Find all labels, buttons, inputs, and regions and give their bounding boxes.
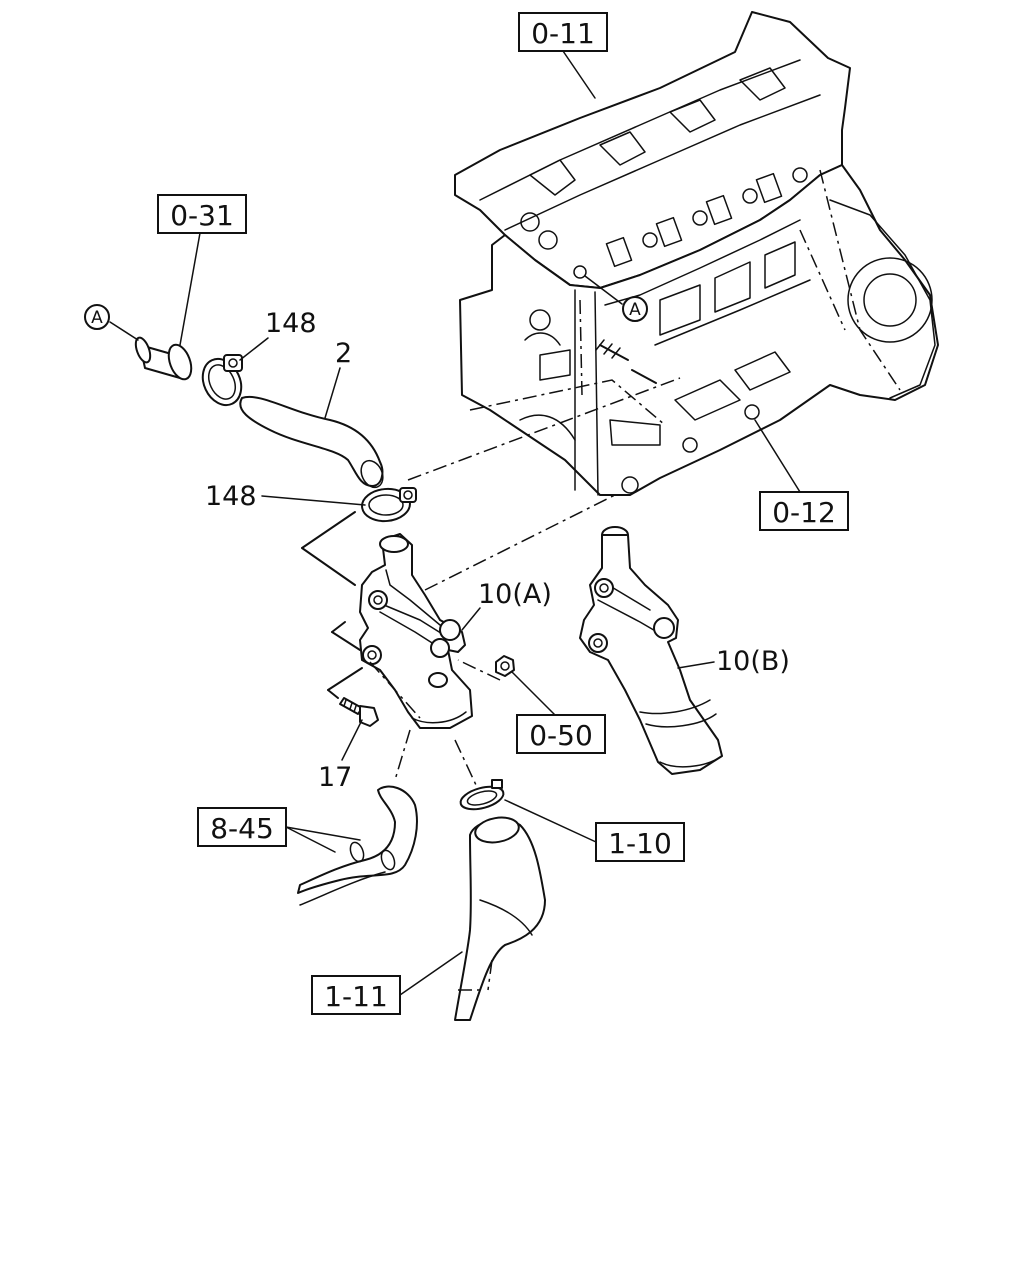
- leader-10b: [677, 661, 715, 669]
- marker-a-engine: A: [622, 296, 648, 322]
- leader-148-lower: [261, 495, 366, 506]
- thermostat-housing-10b: [579, 526, 723, 775]
- ref-box-0-11: 0-11: [518, 12, 608, 52]
- leader-8-45-a: [285, 826, 361, 841]
- thermostat-housing-10a: [359, 533, 473, 729]
- callout-148-lower: 148: [205, 481, 257, 512]
- marker-a-left-label: A: [91, 308, 103, 328]
- leader-marker-a-engine: [584, 275, 623, 305]
- hose-2: [239, 395, 384, 489]
- ref-label-1-10: 1-10: [608, 827, 672, 860]
- engine-block: [454, 11, 939, 496]
- leader-148-upper: [239, 337, 269, 361]
- center-lines: [301, 299, 681, 991]
- leader-10a: [461, 607, 481, 631]
- ref-box-8-45: 8-45: [197, 807, 287, 847]
- hose-clamp-148-lower: [361, 487, 417, 523]
- callout-2: 2: [335, 338, 352, 369]
- callout-10b: 10(B): [716, 646, 790, 677]
- leader-marker-a-left: [109, 321, 139, 341]
- ref-box-0-50: 0-50: [516, 714, 606, 754]
- leader-1-11: [399, 951, 463, 996]
- gasket: [459, 779, 505, 811]
- bolt-17: [339, 697, 379, 727]
- ref-label-0-12: 0-12: [772, 496, 836, 529]
- ref-box-0-12: 0-12: [759, 491, 849, 531]
- leader-1-10: [504, 799, 597, 843]
- callout-10a: 10(A): [478, 579, 552, 610]
- pipes-8-45: [297, 785, 418, 906]
- pipe-fitting-0-31: [134, 336, 193, 381]
- ref-box-1-10: 1-10: [595, 822, 685, 862]
- leader-8-45-b: [285, 826, 336, 853]
- leader-2: [324, 367, 341, 419]
- leader-0-12: [754, 419, 801, 493]
- marker-a-engine-label: A: [629, 300, 641, 320]
- callout-17: 17: [318, 762, 352, 793]
- callout-148-upper: 148: [265, 308, 317, 339]
- ref-box-0-31: 0-31: [157, 194, 247, 234]
- ref-label-0-11: 0-11: [531, 17, 595, 50]
- ref-label-0-31: 0-31: [170, 199, 234, 232]
- ref-label-1-11: 1-11: [324, 980, 388, 1013]
- leader-0-50: [511, 671, 556, 716]
- ref-label-8-45: 8-45: [210, 812, 274, 845]
- hose-1-11: [454, 816, 546, 1021]
- marker-a-left: A: [84, 304, 110, 330]
- ref-box-1-11: 1-11: [311, 975, 401, 1015]
- leader-0-11: [562, 50, 596, 99]
- hose-clamp-148-upper: [201, 354, 243, 407]
- leader-17: [341, 719, 363, 761]
- nut: [495, 655, 515, 677]
- ref-label-0-50: 0-50: [529, 719, 593, 752]
- leader-0-31: [179, 232, 201, 346]
